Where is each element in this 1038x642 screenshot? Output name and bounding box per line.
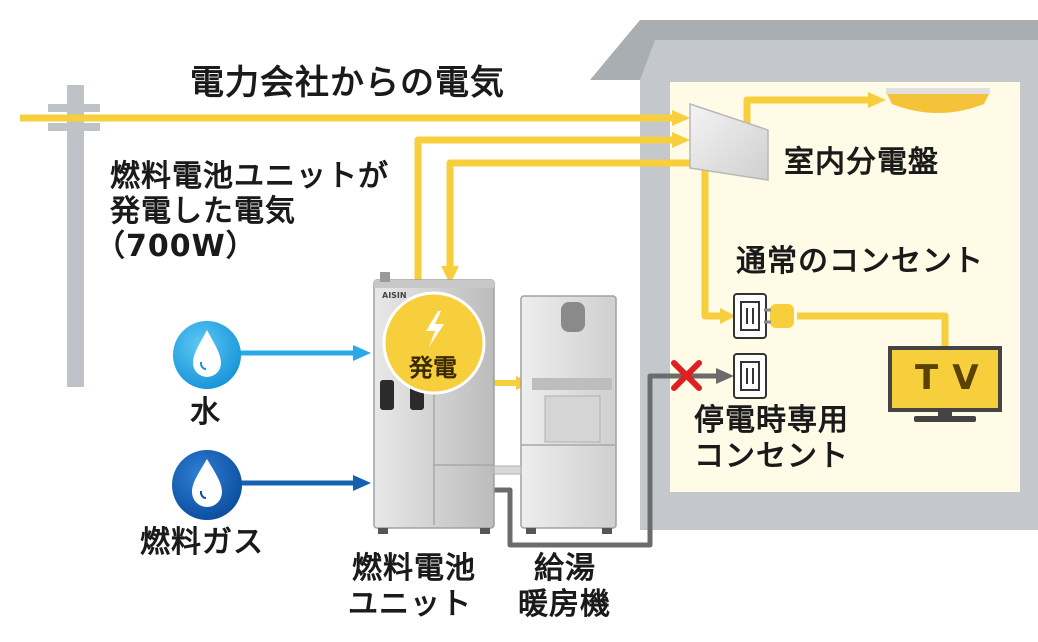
outlet-feed-line — [701, 163, 722, 320]
arrow-generated-down — [441, 266, 459, 284]
generated-power-line-back — [446, 159, 705, 268]
arrow-generated-in — [672, 132, 690, 148]
water-label: 水 — [190, 395, 221, 430]
arrow-utility — [672, 110, 690, 126]
generated-power-label-line2: 発電した電気 — [110, 194, 296, 229]
gas-line — [240, 475, 371, 491]
generated-power-label-line1: 燃料電池ユニットが — [110, 159, 389, 194]
fuel-cell-unit-label-line2: ユニット — [348, 587, 472, 622]
power-lines — [20, 96, 949, 355]
unit-brand-logo: AISIN — [382, 291, 407, 300]
blackout-outlet-line — [493, 373, 718, 548]
blackout-outlet-label-line1: 停電時専用 — [694, 403, 849, 438]
lightning-icon — [426, 311, 444, 347]
generation-badge-label: 発電 — [409, 354, 457, 382]
power-arrowheads — [441, 92, 886, 390]
water-heater — [520, 295, 617, 534]
tv — [888, 346, 1002, 422]
arrow-ceiling-light — [868, 92, 886, 108]
normal-outlet-label: 通常のコンセント — [736, 244, 984, 279]
distribution-board-panel — [689, 102, 769, 181]
generated-power-line-out — [414, 136, 672, 282]
water-line — [240, 345, 371, 361]
ceiling-light — [886, 88, 990, 113]
ceiling-light-line — [743, 96, 870, 126]
normal-outlet — [733, 293, 767, 339]
x-mark-icon — [671, 360, 702, 391]
house-roof — [590, 20, 1038, 80]
plug-icon — [764, 304, 794, 328]
tv-power-line — [797, 312, 949, 355]
distribution-board-label: 室内分電盤 — [784, 145, 939, 180]
tv-label: TV — [915, 358, 993, 398]
blackout-outlet — [733, 353, 767, 399]
fuel-gas-label: 燃料ガス — [140, 525, 264, 560]
utility-pole — [48, 85, 100, 387]
fuel-cell-unit-label-line1: 燃料電池 — [352, 551, 476, 586]
utility-power-label: 電力会社からの電気 — [190, 63, 505, 103]
gas-flame-icon — [172, 450, 242, 520]
generated-power-label-line3: （700W） — [95, 229, 257, 264]
blackout-outlet-label-line2: コンセント — [694, 439, 849, 474]
generation-badge — [382, 291, 486, 395]
connector-pipe — [493, 465, 522, 475]
water-drop-icon — [173, 321, 241, 389]
water-heater-label-line1: 給湯 — [534, 551, 596, 586]
arrow-outlet — [720, 308, 736, 324]
arrow-blackout-outlet — [716, 368, 734, 384]
water-heater-label-line2: 暖房機 — [518, 587, 611, 622]
